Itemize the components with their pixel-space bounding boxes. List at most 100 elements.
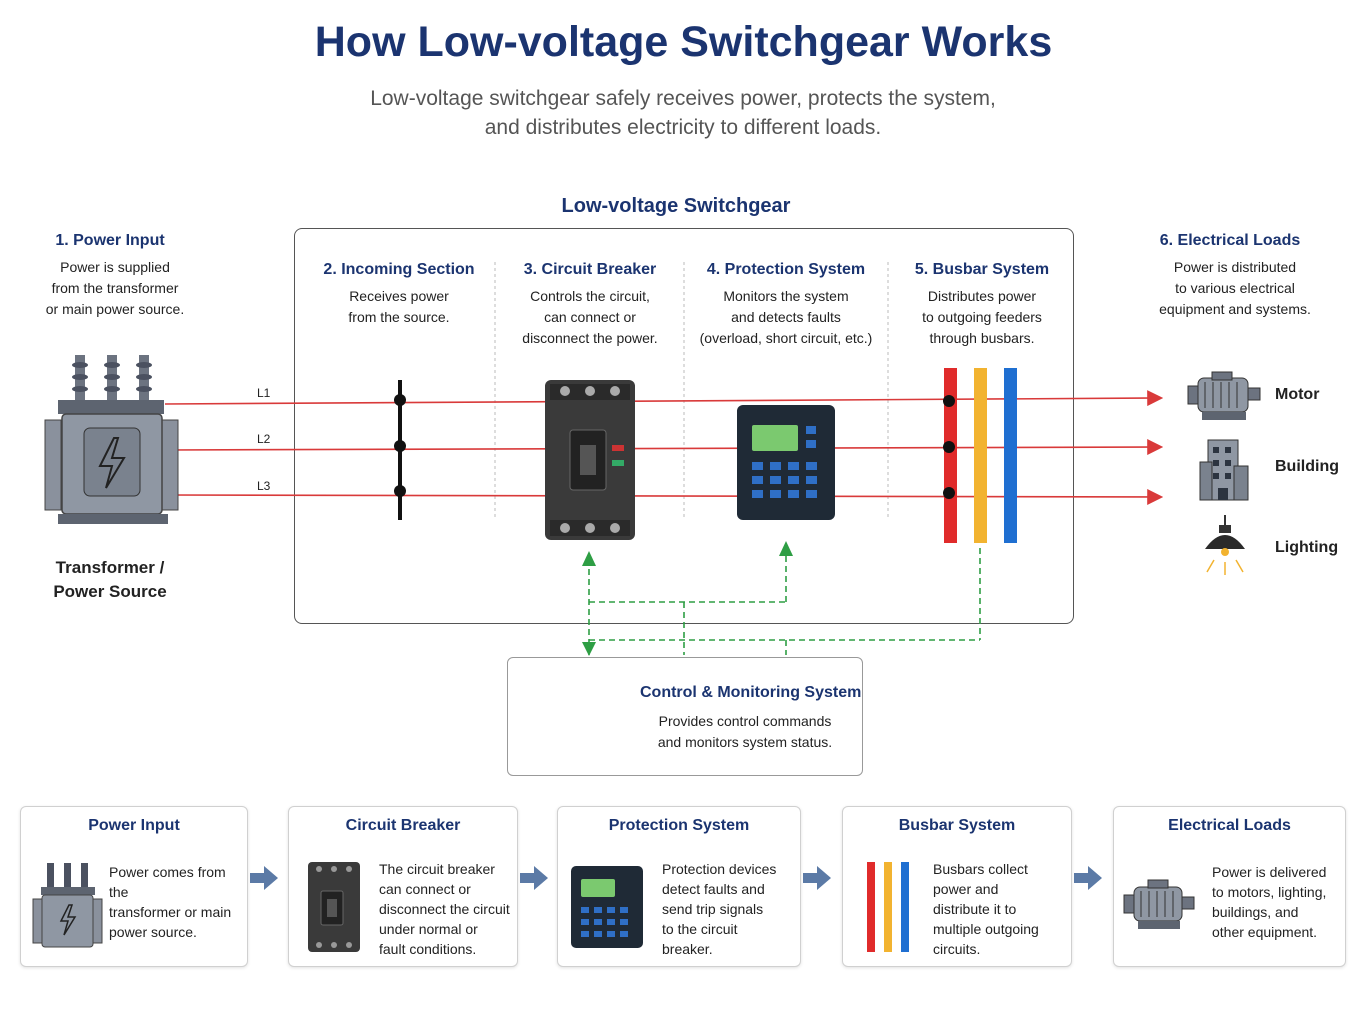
stage-desc-line: from the source. <box>348 309 450 325</box>
stage-desc-line: to outgoing feeders <box>922 309 1042 325</box>
page-title: How Low-voltage Switchgear Works <box>314 18 1053 66</box>
stage-desc-line: Distributes power <box>927 288 1037 304</box>
phase-wires <box>164 390 1164 505</box>
load-label-lighting: Lighting <box>1275 539 1339 556</box>
card-desc: Power comes from the transformer or main… <box>109 862 249 942</box>
stage-desc-line: through busbars. <box>929 330 1035 346</box>
flow-arrow-icon <box>803 866 831 890</box>
loads-desc-line: to various electrical <box>1175 280 1295 296</box>
subtitle-line-1: Low-voltage switchgear safely receives p… <box>370 87 996 110</box>
control-desc-line: and monitors system status. <box>657 734 833 750</box>
building-icon <box>1199 439 1249 501</box>
control-monitoring-title: Control & Monitoring System <box>640 684 862 701</box>
stage-breaker-title: 3. Circuit Breaker <box>523 261 657 278</box>
card-desc-line: send trip signals <box>662 901 764 917</box>
transformer-icon <box>44 355 179 524</box>
stage-busbar-title: 5. Busbar System <box>914 261 1050 278</box>
transformer-label-line: Power Source <box>53 582 167 601</box>
card-desc: Busbars collect power and distribute it … <box>933 859 1069 959</box>
busbars <box>943 368 1017 543</box>
circuit-breaker-device <box>545 380 635 540</box>
protection-relay-device <box>737 405 835 520</box>
stage-dividers <box>494 262 889 520</box>
summary-card-protection-system: Protection System Protection devices det… <box>557 806 801 967</box>
stage-desc-line: can connect or <box>544 309 636 325</box>
card-desc-line: transformer or main <box>109 904 232 920</box>
card-desc-line: disconnect the circuit <box>379 901 510 917</box>
summary-card-circuit-breaker: Circuit Breaker The circuit breaker can … <box>288 806 518 967</box>
card-desc-line: Protection devices <box>662 861 777 877</box>
control-monitoring-desc: Provides control commands and monitors s… <box>640 711 850 753</box>
signal-arrowheads <box>582 541 793 656</box>
card-desc-line: Power comes from the <box>109 864 226 900</box>
loads-desc-line: equipment and systems. <box>1159 301 1311 317</box>
card-desc: Protection devices detect faults and sen… <box>662 859 798 959</box>
card-desc-line: to the circuit <box>662 921 738 937</box>
stage-protection-desc: Monitors the system and detects faults (… <box>688 286 884 349</box>
loads-desc: Power is distributed to various electric… <box>1130 257 1340 320</box>
subtitle-line-2: and distributes electricity to different… <box>484 116 882 139</box>
protection-relay-icon <box>571 866 643 948</box>
switchgear-title: Low-voltage Switchgear <box>561 195 791 217</box>
summary-card-electrical-loads: Electrical Loads Power is delivered to m… <box>1113 806 1346 967</box>
control-signal-lines <box>588 545 981 655</box>
card-title: Electrical Loads <box>1168 817 1291 834</box>
stage-desc-line: disconnect the power. <box>522 330 658 346</box>
busbar-icon <box>867 862 909 952</box>
card-desc-line: fault conditions. <box>379 941 477 957</box>
stage-desc-line: and detects faults <box>731 309 841 325</box>
card-desc-line: distribute it to <box>933 901 1017 917</box>
card-desc: Power is delivered to motors, lighting, … <box>1212 862 1344 942</box>
card-title: Protection System <box>608 817 750 834</box>
transformer-icon <box>32 863 103 948</box>
card-desc-line: The circuit breaker <box>379 861 495 877</box>
motor-icon <box>1123 879 1195 929</box>
load-label-motor: Motor <box>1275 386 1320 403</box>
card-desc: The circuit breaker can connect or disco… <box>379 859 519 959</box>
power-input-desc: Power is supplied from the transformer o… <box>20 257 210 320</box>
motor-icon <box>1187 371 1261 420</box>
lighting-icon <box>1205 515 1245 575</box>
card-desc-line: under normal or <box>379 921 478 937</box>
transformer-label-line: Transformer / <box>55 558 165 577</box>
stage-busbar-desc: Distributes power to outgoing feeders th… <box>892 286 1072 349</box>
loads-title: 6. Electrical Loads <box>1159 232 1301 249</box>
card-desc-line: buildings, and <box>1212 904 1299 920</box>
wire-l3 <box>164 488 1164 505</box>
stage-breaker-desc: Controls the circuit, can connect or dis… <box>500 286 680 349</box>
flow-arrow-icon <box>250 866 278 890</box>
transformer-label: Transformer / Power Source <box>20 556 200 604</box>
card-desc-line: Power is delivered <box>1212 864 1327 880</box>
card-title: Busbar System <box>898 817 1016 834</box>
stage-protection-title: 4. Protection System <box>706 261 866 278</box>
card-desc-line: can connect or <box>379 881 471 897</box>
summary-card-busbar-system: Busbar System Busbars collect power and … <box>842 806 1072 967</box>
control-monitoring-box <box>507 657 863 776</box>
control-desc-line: Provides control commands <box>658 713 832 729</box>
card-desc-line: Busbars collect <box>933 861 1028 877</box>
stage-incoming-title: 2. Incoming Section <box>323 261 475 278</box>
summary-card-power-input: Power Input Power comes from the transfo… <box>20 806 248 967</box>
stage-desc-line: Receives power <box>349 288 449 304</box>
power-input-line: from the transformer <box>51 280 179 296</box>
circuit-breaker-icon <box>308 862 360 952</box>
card-desc-line: to motors, lighting, <box>1212 884 1327 900</box>
wire-l2 <box>164 439 1164 456</box>
power-input-title: 1. Power Input <box>55 232 165 249</box>
stage-desc-line: Controls the circuit, <box>530 288 650 304</box>
power-input-line: or main power source. <box>45 301 185 317</box>
incoming-isolator <box>394 380 406 520</box>
loads-desc-line: Power is distributed <box>1173 259 1297 275</box>
card-desc-line: multiple outgoing <box>933 921 1039 937</box>
card-desc-line: detect faults and <box>662 881 765 897</box>
power-input-line: Power is supplied <box>60 259 170 275</box>
page-subtitle: Low-voltage switchgear safely receives p… <box>333 84 1033 142</box>
card-desc-line: power source. <box>109 924 197 940</box>
card-desc-line: power and <box>933 881 999 897</box>
flow-arrow-icon <box>1074 866 1102 890</box>
load-label-building: Building <box>1275 458 1339 475</box>
card-title: Circuit Breaker <box>345 817 461 834</box>
phase-label-l3: L3 <box>257 479 271 493</box>
card-desc-line: breaker. <box>662 941 713 957</box>
stage-desc-line: Monitors the system <box>723 288 849 304</box>
